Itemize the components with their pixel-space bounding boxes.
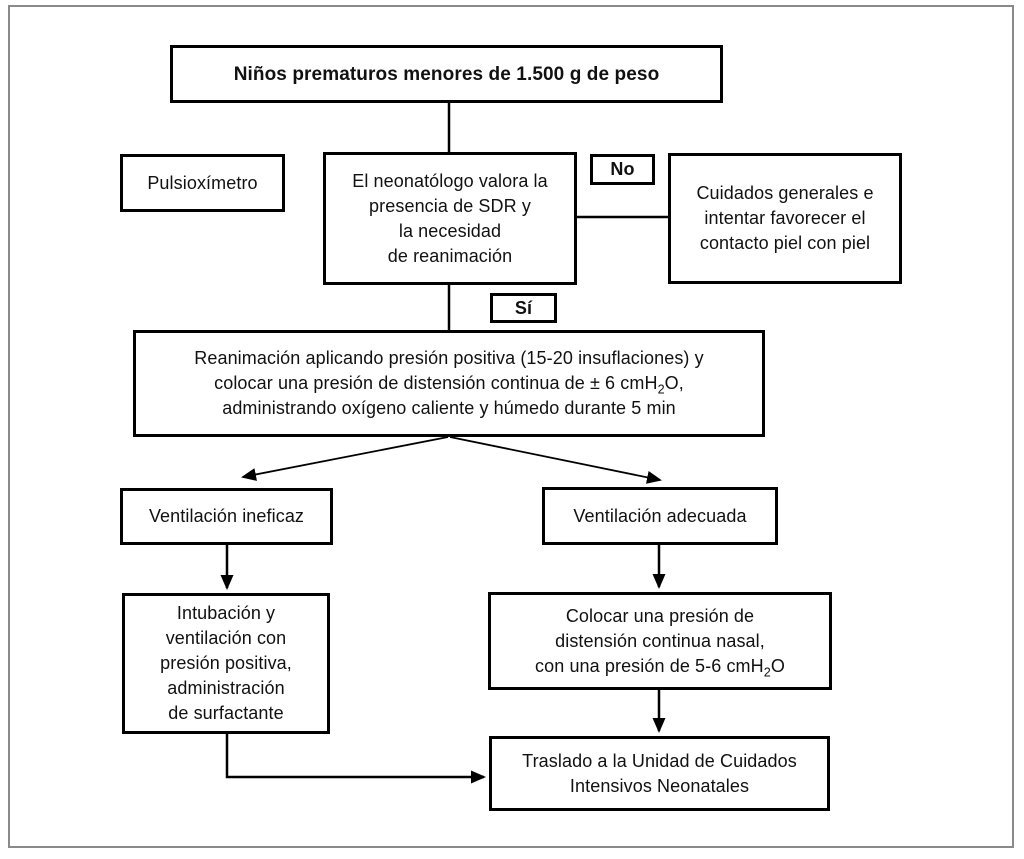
resuscitation-line: administrando oxígeno caliente y húmedo … xyxy=(222,398,676,418)
node-neonatologist-assessment: El neonatólogo valora la presencia de SD… xyxy=(323,152,577,285)
nasal-cpap-line: Colocar una presión de xyxy=(565,605,755,626)
subscript: 2 xyxy=(657,382,665,397)
arrow-reanimacion-to-adecuada xyxy=(449,436,662,484)
assessment-line: El neonatólogo valora la xyxy=(352,170,548,191)
node-nasal-cpap: Colocar una presión de distensión contin… xyxy=(488,592,832,690)
arrow-intubacion-to-traslado xyxy=(225,734,486,784)
general-care-line: intentar favorecer el xyxy=(704,208,866,228)
branch-label-no-text: No xyxy=(610,159,635,179)
intubation-line: presión positiva, xyxy=(160,653,292,673)
node-resuscitation: Reanimación aplicando presión positiva (… xyxy=(133,330,765,437)
nicu-transfer-line: Traslado a la Unidad de Cuidados xyxy=(522,750,797,771)
node-ineffective-ventilation: Ventilación ineficaz xyxy=(120,488,333,545)
node-ineffective-ventilation-label: Ventilación ineficaz xyxy=(148,506,305,526)
node-adequate-ventilation-label: Ventilación adecuada xyxy=(573,505,747,526)
nasal-cpap-line: distensión continua nasal, xyxy=(555,630,765,651)
intubation-line: administración xyxy=(167,678,285,698)
assessment-line: de reanimación xyxy=(387,245,513,266)
node-premature-infants: Niños prematuros menores de 1.500 g de p… xyxy=(170,45,723,103)
general-care-line: Cuidados generales e xyxy=(696,183,874,203)
intubation-line: de surfactante xyxy=(168,703,284,723)
branch-label-no: No xyxy=(590,154,655,185)
node-pulse-oximeter: Pulsioxímetro xyxy=(120,154,285,212)
assessment-line: la necesidad xyxy=(398,220,502,241)
resuscitation-line: colocar una presión de distensión contin… xyxy=(214,371,684,396)
nasal-cpap-line-part: O xyxy=(770,655,785,676)
nasal-cpap-line-part: con una presión de 5-6 cmH xyxy=(535,655,764,676)
resuscitation-line-part: O, xyxy=(664,373,684,393)
node-premature-infants-label: Niños prematuros menores de 1.500 g de p… xyxy=(233,63,660,85)
general-care-line: contacto piel con piel xyxy=(699,233,871,253)
nicu-transfer-line: Intensivos Neonatales xyxy=(569,775,750,796)
node-adequate-ventilation: Ventilación adecuada xyxy=(542,487,778,545)
intubation-line: Intubación y xyxy=(176,603,276,623)
intubation-line: ventilación con xyxy=(165,628,287,648)
assessment-line: presencia de SDR y xyxy=(369,195,531,216)
arrow-reanimacion-to-ineficaz xyxy=(241,436,449,481)
figure-frame xyxy=(8,5,1014,848)
subscript: 2 xyxy=(763,665,771,680)
resuscitation-line: Reanimación aplicando presión positiva (… xyxy=(194,348,704,368)
branch-label-yes: Sí xyxy=(490,293,557,323)
node-pulse-oximeter-label: Pulsioxímetro xyxy=(147,172,258,193)
resuscitation-line-part: colocar una presión de distensión contin… xyxy=(214,373,658,393)
node-nicu-transfer: Traslado a la Unidad de Cuidados Intensi… xyxy=(489,736,830,811)
node-intubation: Intubación y ventilación con presión pos… xyxy=(122,593,330,734)
nasal-cpap-line: con una presión de 5-6 cmH2O xyxy=(535,654,785,679)
node-general-care: Cuidados generales e intentar favorecer … xyxy=(668,153,902,284)
branch-label-yes-text: Sí xyxy=(514,297,533,318)
